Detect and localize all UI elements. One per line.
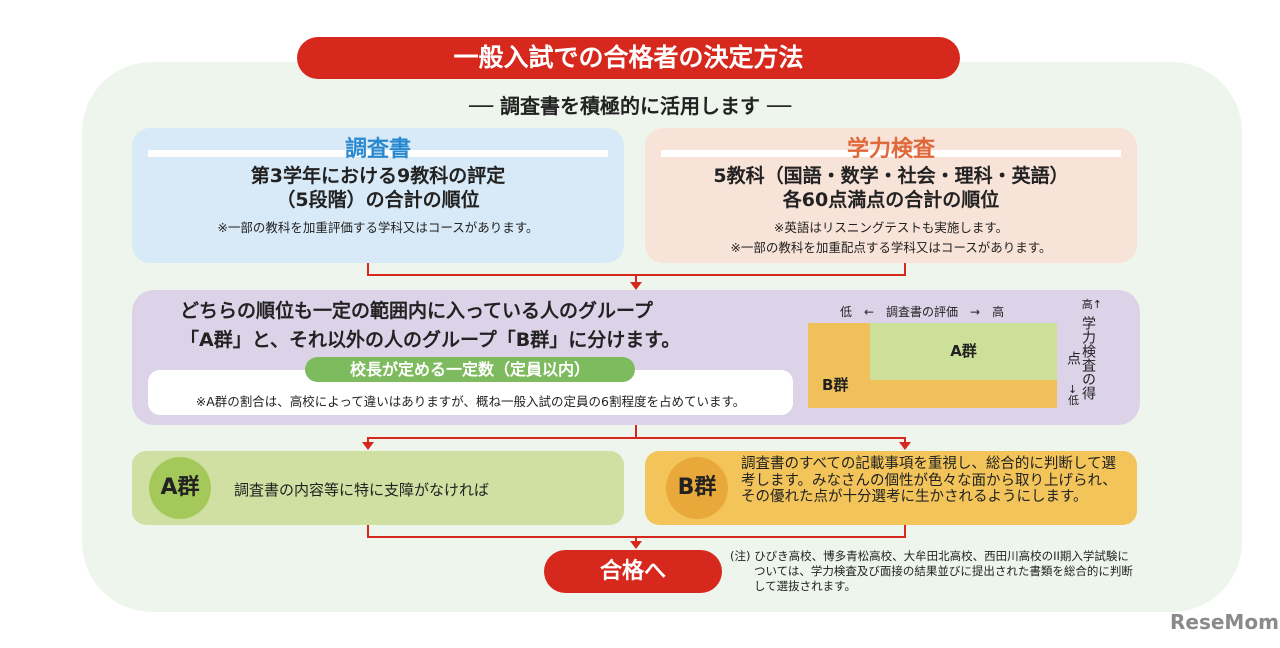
page-title: 一般入試での合格者の決定方法 xyxy=(297,37,960,79)
connector xyxy=(367,437,906,439)
pass-pill: 合格へ xyxy=(544,550,722,593)
group-a-box: A群 調査書の内容等に特に支障がなければ xyxy=(132,451,624,525)
group-b-box: B群 調査書のすべての記載事項を重視し、総合的に判断して選考します。みなさんの個… xyxy=(645,451,1137,525)
report-card-note: ※一部の教科を加重評価する学科又はコースがあります。 xyxy=(217,220,539,235)
connector xyxy=(904,525,906,537)
arrow-down-icon xyxy=(362,442,374,450)
grouping-note: ※A群の割合は、高校によって違いはありますが、概ね一般入試の定員の6割程度を占め… xyxy=(195,394,746,409)
arrow-down-icon xyxy=(899,442,911,450)
quota-pill: 校長が定める一定数（定員以内） xyxy=(305,357,635,382)
exam-note-1: ※英語はリスニングテストも実施します。 xyxy=(773,220,1009,235)
chart-y-axis: 高↑ 学力検査の得点 ↓低 xyxy=(1065,298,1102,407)
connector xyxy=(367,525,369,537)
chart-x-axis-label: 低 ← 調査書の評価 → 高 xyxy=(840,305,1005,319)
arrow-down-icon xyxy=(630,282,642,290)
connector xyxy=(367,437,369,443)
exam-main2: 各60点満点の合計の順位 xyxy=(782,189,1000,211)
report-card-box: 調査書 第3学年における9教科の評定（5段階）の合計の順位 ※一部の教科を加重評… xyxy=(132,128,624,263)
connector xyxy=(635,425,637,438)
resemom-logo: ReseMom xyxy=(1170,610,1279,634)
footnote: (注) ひびき高校、博多青松高校、大牟田北高校、西田川高校のII期入学試験につい… xyxy=(730,549,1133,593)
exam-title: 学力検査 xyxy=(846,137,935,162)
connector xyxy=(904,437,906,443)
report-card-main2: （5段階）の合計の順位 xyxy=(276,189,480,211)
chart-group-b-label: B群 xyxy=(822,376,849,394)
report-card-title: 調査書 xyxy=(344,137,411,162)
grouping-text: どちらの順位も一定の範囲内に入っている人のグループ「A群」と、それ以外の人のグル… xyxy=(180,300,681,351)
connector xyxy=(904,263,906,275)
chart-group-a-area: A群 xyxy=(870,323,1057,380)
arrow-down-icon xyxy=(630,541,642,549)
connector xyxy=(635,536,637,542)
exam-box: 学力検査 5教科（国語・数学・社会・理科・英語）各60点満点の合計の順位 ※英語… xyxy=(645,128,1137,263)
connector xyxy=(635,274,637,283)
exam-note-2: ※一部の教科を加重配点する学科又はコースがあります。 xyxy=(730,240,1052,255)
report-card-main: 第3学年における9教科の評定 xyxy=(250,165,506,187)
subtitle: ── 調査書を積極的に活用します ── xyxy=(468,94,792,118)
connector xyxy=(367,263,369,275)
group-b-text: 調査書のすべての記載事項を重視し、総合的に判断して選考します。みなさんの個性が色… xyxy=(741,456,1117,505)
group-a-badge: A群 xyxy=(149,457,211,519)
exam-main: 5教科（国語・数学・社会・理科・英語） xyxy=(713,165,1069,187)
group-b-badge: B群 xyxy=(666,457,728,519)
group-a-text: 調査書の内容等に特に支障がなければ xyxy=(234,481,490,499)
